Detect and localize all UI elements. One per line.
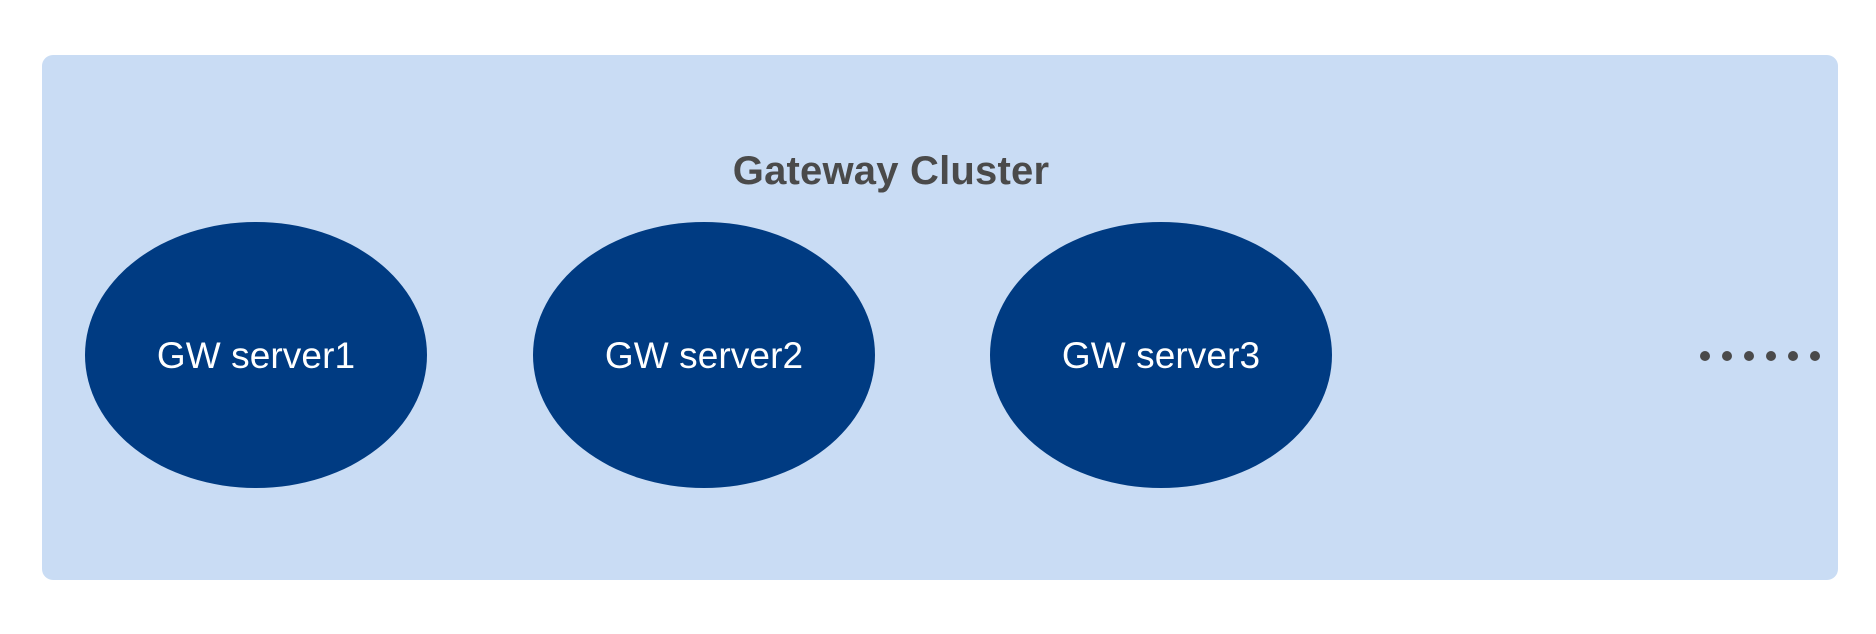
gateway-node-1[interactable]: GW server1 (85, 222, 427, 488)
ellipsis-dot (1810, 351, 1820, 361)
gateway-node-2-label: GW server2 (604, 334, 804, 376)
gateway-node-row: GW server1 GW server2 GW server3 (42, 55, 1838, 580)
gateway-cluster-container: Gateway Cluster GW server1 GW server2 GW… (42, 55, 1838, 580)
ellipsis-dot (1788, 351, 1798, 361)
ellipsis-dot (1700, 351, 1710, 361)
gateway-node-2[interactable]: GW server2 (533, 222, 875, 488)
gateway-node-3[interactable]: GW server3 (990, 222, 1332, 488)
ellipsis-dot (1766, 351, 1776, 361)
gateway-node-1-label: GW server1 (156, 334, 356, 376)
ellipsis-dots-icon (1700, 346, 1820, 366)
cluster-title: Gateway Cluster (732, 149, 1050, 193)
ellipsis-dot (1744, 351, 1754, 361)
ellipsis-dot (1722, 351, 1732, 361)
gateway-node-3-label: GW server3 (1061, 334, 1261, 376)
